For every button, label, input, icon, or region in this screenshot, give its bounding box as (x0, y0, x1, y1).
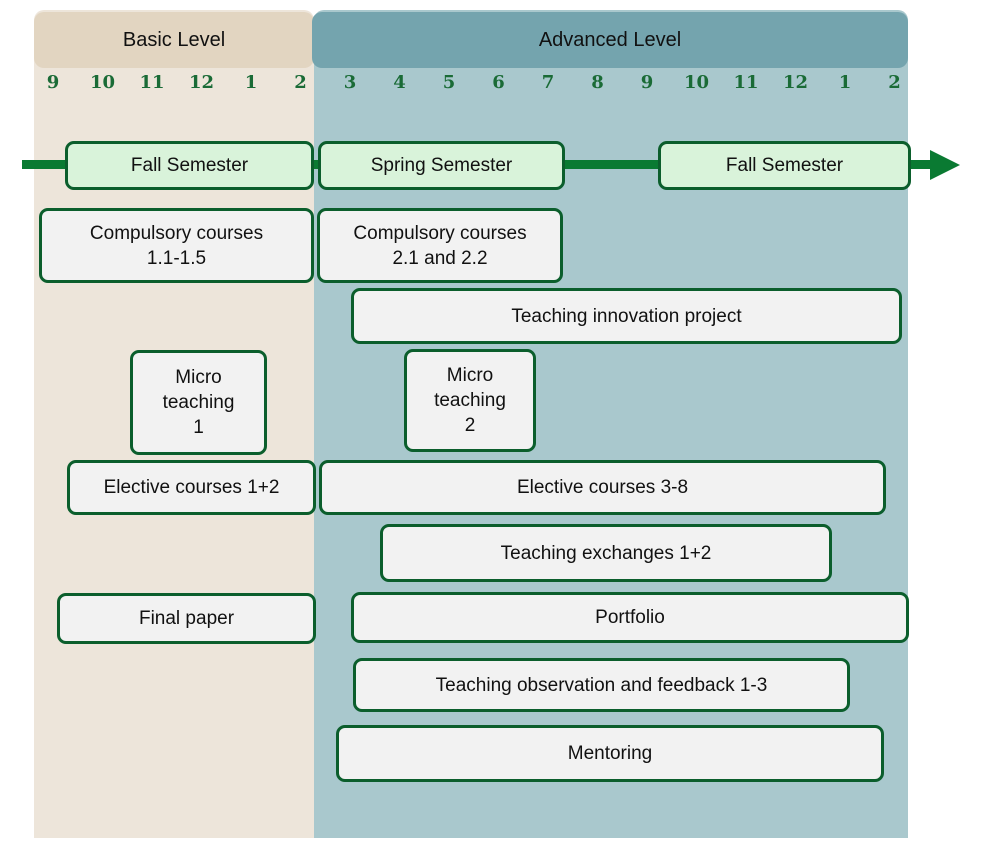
micro-teaching-1: Micro teaching 1 (130, 350, 267, 455)
month-label: 9 (46, 72, 60, 93)
mentoring-label: Mentoring (567, 743, 653, 764)
compulsory-courses-1-line2: 1.1-1.5 (146, 247, 207, 269)
month-label: 8 (591, 72, 604, 93)
basic-level-header: Basic Level (34, 12, 314, 68)
month-label: 11 (733, 72, 759, 93)
teaching-exchanges-label: Teaching exchanges 1+2 (500, 542, 712, 564)
month-label: 5 (442, 72, 456, 93)
compulsory-courses-1: Compulsory courses 1.1-1.5 (39, 208, 314, 283)
spring-semester-label: Spring Semester (370, 155, 513, 176)
teaching-innovation-project-label: Teaching innovation project (511, 305, 742, 327)
teaching-observation-feedback-label: Teaching observation and feedback 1-3 (435, 674, 768, 696)
final-paper: Final paper (57, 593, 316, 644)
month-label: 10 (89, 72, 116, 93)
fall-semester-2-label: Fall Semester (725, 155, 844, 176)
micro-teaching-2: Micro teaching 2 (404, 349, 536, 452)
month-label: 10 (683, 72, 710, 93)
elective-courses-1: Elective courses 1+2 (67, 460, 316, 515)
fall-semester-2: Fall Semester (658, 141, 911, 190)
micro-teaching-2-line3: 2 (464, 415, 476, 436)
month-label: 6 (492, 72, 505, 93)
compulsory-courses-2-line1: Compulsory courses (353, 222, 527, 244)
micro-teaching-2-line2: teaching (434, 390, 506, 411)
elective-courses-2: Elective courses 3-8 (319, 460, 886, 515)
fall-semester-1-label: Fall Semester (130, 155, 249, 176)
teaching-exchanges: Teaching exchanges 1+2 (380, 524, 832, 582)
timeline-arrow-head (930, 150, 960, 180)
fall-semester-1: Fall Semester (65, 141, 314, 190)
micro-teaching-1-line1: Micro (175, 367, 222, 388)
compulsory-courses-2-line2: 2.1 and 2.2 (392, 247, 488, 269)
month-label: 3 (343, 72, 357, 93)
month-label: 7 (541, 72, 555, 93)
month-label: 4 (393, 72, 406, 93)
portfolio: Portfolio (351, 592, 909, 643)
month-label: 12 (188, 72, 215, 93)
mentoring: Mentoring (336, 725, 884, 782)
elective-courses-1-label: Elective courses 1+2 (103, 477, 280, 498)
teaching-innovation-project: Teaching innovation project (351, 288, 902, 344)
month-label: 11 (139, 72, 165, 93)
month-label: 1 (838, 72, 852, 93)
month-label: 12 (782, 72, 809, 93)
final-paper-label: Final paper (138, 608, 235, 629)
advanced-level-header: Advanced Level (312, 12, 908, 68)
compulsory-courses-1-line1: Compulsory courses (89, 222, 264, 244)
month-label: 2 (294, 72, 307, 93)
micro-teaching-2-line1: Micro (446, 365, 494, 386)
month-label: 2 (888, 72, 901, 93)
month-label: 9 (640, 72, 654, 93)
month-label: 1 (244, 72, 258, 93)
spring-semester: Spring Semester (318, 141, 565, 190)
portfolio-label: Portfolio (595, 607, 665, 628)
micro-teaching-1-line2: teaching (162, 392, 235, 413)
teaching-observation-feedback: Teaching observation and feedback 1-3 (353, 658, 850, 712)
elective-courses-2-label: Elective courses 3-8 (516, 477, 689, 498)
micro-teaching-1-line3: 1 (193, 417, 204, 438)
compulsory-courses-2: Compulsory courses 2.1 and 2.2 (317, 208, 563, 283)
